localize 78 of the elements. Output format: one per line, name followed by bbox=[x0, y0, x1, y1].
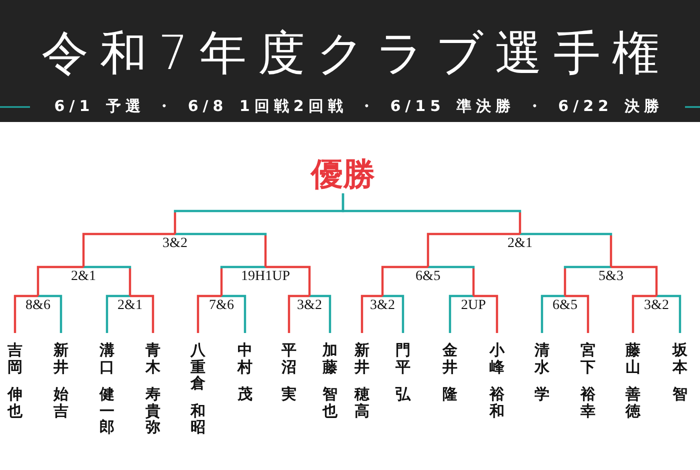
player-surname: 溝口 bbox=[100, 342, 114, 375]
bracket-line bbox=[36, 266, 84, 296]
score-label: 19H1UP bbox=[241, 267, 290, 284]
bracket-line bbox=[82, 232, 175, 267]
bracket-line bbox=[474, 294, 498, 333]
bracket-line bbox=[196, 294, 222, 333]
player-given-name: 学 bbox=[534, 386, 550, 402]
player-surname: 清水 bbox=[534, 342, 550, 375]
player-given-name: 穂高 bbox=[354, 386, 370, 419]
bracket-line bbox=[84, 266, 132, 296]
score-label: 2&1 bbox=[508, 234, 532, 251]
player-given-name: 茂 bbox=[238, 386, 252, 402]
score-label: 3&2 bbox=[370, 296, 395, 313]
bracket-line bbox=[656, 294, 682, 333]
score-label: 2&1 bbox=[118, 296, 142, 313]
bracket-line bbox=[14, 294, 38, 333]
player-given-name: 智 bbox=[672, 386, 688, 402]
score-label: 3&2 bbox=[162, 234, 188, 251]
bracket-line bbox=[632, 294, 656, 333]
score-label: 6&5 bbox=[552, 296, 578, 313]
bracket-line bbox=[266, 266, 311, 296]
bracket-line bbox=[220, 266, 266, 296]
player-surname: 平沼 bbox=[282, 342, 296, 375]
player-given-name: 健一郎 bbox=[100, 386, 114, 436]
bracket-line bbox=[310, 294, 332, 333]
bracket-line bbox=[611, 266, 658, 296]
player-surname: 金井 bbox=[442, 342, 458, 375]
player-given-name: 裕幸 bbox=[580, 386, 596, 419]
bracket-line bbox=[540, 294, 565, 333]
bracket-line bbox=[38, 294, 62, 333]
player-surname: 青木 bbox=[146, 342, 160, 375]
player-given-name: 善徳 bbox=[626, 386, 640, 419]
player-given-name: 寿貴弥 bbox=[146, 386, 160, 436]
player-surname: 宮下 bbox=[580, 342, 596, 375]
bracket-line bbox=[175, 232, 267, 267]
player-given-name: 智也 bbox=[322, 386, 338, 419]
player-given-name: 裕和 bbox=[490, 386, 504, 419]
player-surname: 吉岡 bbox=[8, 342, 22, 375]
bracket-line bbox=[426, 232, 520, 267]
player-surname: 中村 bbox=[238, 342, 252, 375]
player-surname: 藤山 bbox=[626, 342, 640, 375]
player-given-name: 始吉 bbox=[54, 386, 68, 419]
player-surname: 門平 bbox=[396, 342, 410, 375]
player-surname: 新井 bbox=[54, 342, 68, 375]
player-given-name: 和昭 bbox=[190, 402, 206, 436]
bracket-line bbox=[360, 294, 382, 333]
bracket-line bbox=[565, 294, 590, 333]
player-surname: 小峰 bbox=[490, 342, 504, 375]
bracket-line bbox=[428, 266, 475, 296]
bracket-line bbox=[448, 294, 474, 333]
score-label: 7&6 bbox=[209, 296, 234, 313]
player-given-name: 伸也 bbox=[8, 386, 22, 419]
score-label: 3&2 bbox=[644, 296, 669, 313]
schedule-subtitle: 6/1 予選 ・ 6/8 1回戦2回戦 ・ 6/15 準決勝 ・ 6/22 決勝 bbox=[54, 97, 664, 115]
bracket-line bbox=[130, 294, 154, 333]
bracket-line bbox=[106, 294, 130, 333]
bracket-line bbox=[342, 193, 522, 234]
player-surname: 加藤 bbox=[322, 342, 338, 375]
score-label: 6&5 bbox=[416, 267, 440, 284]
player-surname: 新井 bbox=[354, 342, 370, 375]
bracket-line bbox=[520, 232, 612, 267]
score-label: 3&2 bbox=[297, 296, 322, 313]
score-label: 2UP bbox=[461, 296, 486, 313]
score-label: 5&3 bbox=[598, 267, 624, 284]
player-surname: 坂本 bbox=[672, 342, 688, 375]
player-surname: 八重倉 bbox=[190, 342, 206, 392]
player-given-name: 隆 bbox=[442, 386, 458, 402]
bracket-line bbox=[381, 266, 428, 296]
bracket-line bbox=[222, 294, 246, 333]
winner-heading: 優勝 bbox=[311, 155, 375, 194]
score-label: 2&1 bbox=[71, 267, 96, 284]
bracket-line bbox=[288, 294, 310, 333]
bracket-line bbox=[382, 294, 404, 333]
player-given-name: 弘 bbox=[396, 386, 410, 402]
player-given-name: 実 bbox=[282, 386, 296, 402]
score-label: 8&6 bbox=[26, 296, 50, 313]
title: 令和7年度クラブ選手権 bbox=[41, 26, 671, 82]
bracket-line bbox=[564, 266, 611, 296]
